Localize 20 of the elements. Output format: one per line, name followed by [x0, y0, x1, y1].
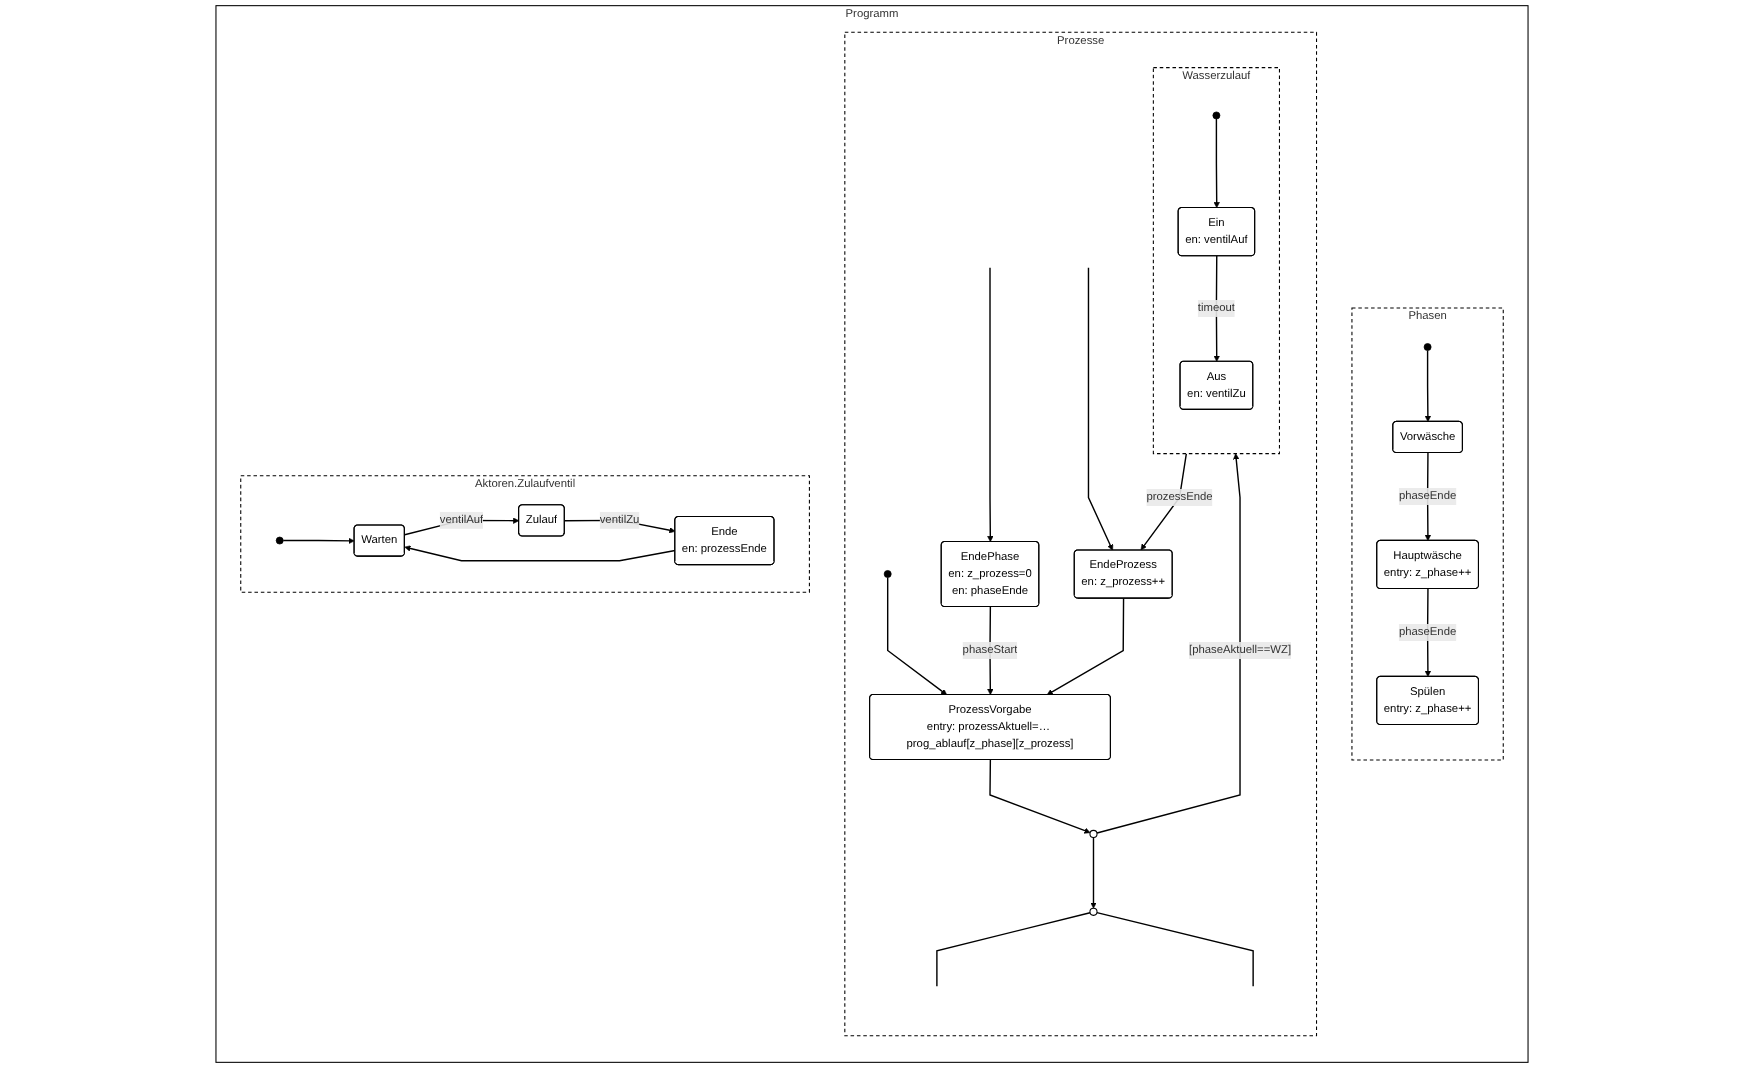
- arrow: [1213, 255, 1220, 362]
- arrow: [1087, 267, 1114, 551]
- arrow: [1090, 836, 1097, 909]
- connector-line: [936, 912, 1091, 987]
- initial-state-dot: [883, 570, 892, 578]
- choice-circle: [1089, 829, 1098, 838]
- arrow: [1096, 453, 1241, 834]
- arrow: [989, 759, 1091, 834]
- initial-state-dot: [1212, 111, 1221, 120]
- arrow: [1046, 597, 1125, 696]
- arrow: [1424, 349, 1431, 423]
- arrow: [1213, 118, 1220, 209]
- choice-circle: [1089, 907, 1098, 916]
- arrow: [404, 545, 676, 562]
- initial-state-dot: [1423, 343, 1432, 351]
- arrow: [887, 576, 948, 696]
- arrow: [282, 537, 355, 544]
- connector-line: [1096, 911, 1254, 987]
- initial-state-dot: [275, 536, 284, 545]
- arrow: [987, 267, 994, 543]
